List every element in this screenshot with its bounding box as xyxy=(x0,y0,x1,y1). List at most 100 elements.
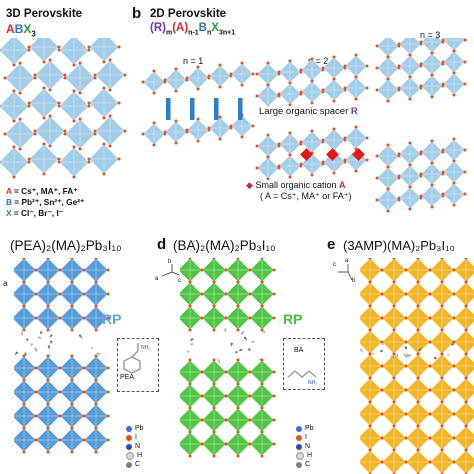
iodide-atom xyxy=(386,99,390,103)
iodide-atom xyxy=(416,400,420,404)
iodide-atom xyxy=(27,104,31,108)
iodide-atom xyxy=(272,292,276,296)
iodide-atom xyxy=(419,194,423,198)
iodide-atom xyxy=(63,132,67,136)
iodide-atom xyxy=(452,364,456,368)
panel-d-rp-label: RP xyxy=(283,311,303,327)
iodide-atom xyxy=(63,129,67,133)
iodide-atom xyxy=(464,304,468,308)
panel-e-structure xyxy=(360,258,474,474)
iodide-atom xyxy=(12,119,16,123)
iodide-atom xyxy=(70,280,74,284)
legend-a-row: A = Cs⁺, MA⁺, FA⁺ xyxy=(6,186,78,196)
iodide-atom xyxy=(22,280,26,284)
iodide-atom xyxy=(332,127,336,131)
iodide-atom xyxy=(117,45,121,49)
organic-spacer-molecule-atom xyxy=(39,331,43,334)
iodide-atom xyxy=(260,382,264,386)
iodide-atom xyxy=(236,304,240,308)
iodide-atom xyxy=(463,60,467,64)
iodide-atom xyxy=(277,92,281,96)
iodide-atom xyxy=(46,426,50,430)
iodide-atom xyxy=(224,418,228,422)
iodide-atom xyxy=(260,358,264,362)
iodide-atom xyxy=(419,62,423,66)
iodide-atom xyxy=(408,97,412,101)
iodide-atom xyxy=(255,72,259,76)
iodide-atom xyxy=(440,258,444,260)
iodide-atom xyxy=(82,366,86,370)
legend-n-d: N xyxy=(296,442,314,451)
iodide-atom xyxy=(441,38,445,42)
iodide-atom xyxy=(452,292,456,296)
organic-spacer-molecule-atom xyxy=(380,350,383,353)
iodide-atom xyxy=(240,83,244,87)
iodide-atom xyxy=(236,406,240,410)
iodide-atom xyxy=(428,292,432,296)
panel-a-title: 3D Perovskite xyxy=(6,8,83,20)
iodide-atom xyxy=(368,258,372,260)
iodide-atom xyxy=(185,76,189,80)
organic-spacer-molecule-atom xyxy=(90,347,93,350)
iodide-atom xyxy=(404,316,408,320)
iodide-atom xyxy=(33,73,37,77)
iodide-atom xyxy=(212,454,216,458)
iodide-atom xyxy=(82,292,86,296)
organic-spacer-molecule-atom xyxy=(24,353,27,356)
iodide-atom xyxy=(272,394,276,398)
perovskite-3d-octahedron xyxy=(0,38,30,66)
iodide-atom xyxy=(251,72,255,76)
iodide-atom xyxy=(22,450,26,454)
iodide-atom xyxy=(123,129,127,133)
organic-spacer-molecule-atom xyxy=(248,348,251,351)
organic-spacer-molecule-atom xyxy=(39,336,42,340)
iodide-atom xyxy=(452,412,456,416)
iodide-atom xyxy=(392,258,396,260)
iodide-atom xyxy=(354,75,358,79)
iodide-atom xyxy=(236,382,240,386)
iodide-atom xyxy=(368,304,372,308)
ba-molecule-inset: BA NH₂ xyxy=(283,338,325,390)
legend-n: N xyxy=(126,442,144,451)
iodide-atom xyxy=(57,104,61,108)
spacer-bar xyxy=(214,98,219,120)
iodide-atom xyxy=(386,143,390,147)
iodide-atom xyxy=(87,160,91,164)
panel-c-title: (PEA)₂(MA)₂Pb₃I₁₀ xyxy=(10,238,122,253)
small-cation-marker xyxy=(326,148,339,161)
iodide-atom xyxy=(441,170,445,174)
iodide-atom xyxy=(428,412,432,416)
iodide-atom xyxy=(416,280,420,284)
iodide-atom xyxy=(441,192,445,196)
iodide-atom xyxy=(27,45,31,49)
iodide-atom xyxy=(207,74,211,78)
spacer-bar xyxy=(166,98,171,120)
iodide-atom xyxy=(72,89,76,93)
iodide-atom xyxy=(63,73,67,77)
iodide-atom xyxy=(188,382,192,386)
iodide-atom xyxy=(272,268,276,272)
iodide-atom xyxy=(212,258,216,260)
iodide-atom xyxy=(299,90,303,94)
iodide-atom xyxy=(141,132,145,136)
svg-text:NH₂: NH₂ xyxy=(308,380,317,385)
iodide-atom xyxy=(236,430,240,434)
iodide-atom xyxy=(102,60,106,64)
iodide-atom xyxy=(464,400,468,404)
iodide-atom xyxy=(343,64,347,68)
iodide-atom xyxy=(408,185,412,189)
iodide-atom xyxy=(365,158,369,162)
legend-h: H xyxy=(126,451,144,460)
pea-molecule-icon: NH₂ xyxy=(123,343,150,374)
iodide-atom xyxy=(392,304,396,308)
organic-spacer-molecule-atom xyxy=(230,342,233,345)
iodide-atom xyxy=(310,173,314,177)
panel-c-legend: Pb I N H C xyxy=(126,424,144,469)
iodide-atom xyxy=(78,91,82,95)
iodide-atom xyxy=(404,340,408,344)
axis-a-label-e: a xyxy=(345,258,349,264)
iodide-atom xyxy=(375,88,379,92)
iodide-atom xyxy=(102,116,106,120)
axis-a-label-c: a xyxy=(3,279,8,288)
panel-e-axes xyxy=(338,264,353,281)
